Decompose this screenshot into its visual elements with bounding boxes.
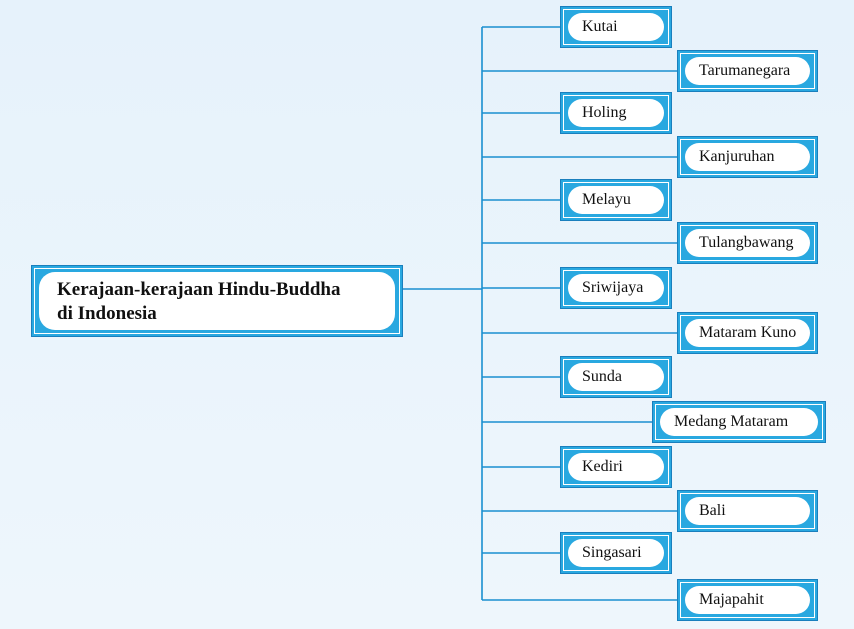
root-label-line-2: di Indonesia <box>57 303 157 324</box>
kingdom-label: Sriwijaya <box>568 274 664 302</box>
kingdom-node-bali: Bali <box>677 490 818 532</box>
kingdom-node-majapahit: Majapahit <box>677 579 818 621</box>
kingdom-node-melayu: Melayu <box>560 179 672 221</box>
kingdom-node-sunda: Sunda <box>560 356 672 398</box>
kingdom-label: Tulangbawang <box>685 229 810 257</box>
kingdom-node-kanjuruhan: Kanjuruhan <box>677 136 818 178</box>
kingdom-node-mataram-kuno: Mataram Kuno <box>677 312 818 354</box>
kingdom-label: Mataram Kuno <box>685 319 810 347</box>
kingdom-label: Melayu <box>568 186 664 214</box>
kingdom-node-sriwijaya: Sriwijaya <box>560 267 672 309</box>
root-label: Kerajaan-kerajaan Hindu-Buddha di Indone… <box>39 272 395 330</box>
kingdom-label: Sunda <box>568 363 664 391</box>
kingdom-label: Medang Mataram <box>660 408 818 436</box>
kingdom-label: Tarumanegara <box>685 57 810 85</box>
root-label-line-1: Kerajaan-kerajaan Hindu-Buddha <box>57 279 341 300</box>
kingdom-label: Kanjuruhan <box>685 143 810 171</box>
kingdom-label: Kediri <box>568 453 664 481</box>
kingdom-node-kediri: Kediri <box>560 446 672 488</box>
kingdom-label: Holing <box>568 99 664 127</box>
kingdom-label: Majapahit <box>685 586 810 614</box>
root-node: Kerajaan-kerajaan Hindu-Buddha di Indone… <box>31 265 403 337</box>
kingdom-node-tulangbawang: Tulangbawang <box>677 222 818 264</box>
kingdom-label: Singasari <box>568 539 664 567</box>
kingdom-node-singasari: Singasari <box>560 532 672 574</box>
kingdom-node-holing: Holing <box>560 92 672 134</box>
kingdom-node-kutai: Kutai <box>560 6 672 48</box>
kingdom-label: Kutai <box>568 13 664 41</box>
kingdom-node-tarumanegara: Tarumanegara <box>677 50 818 92</box>
kingdom-node-medang-mataram: Medang Mataram <box>652 401 826 443</box>
kingdom-label: Bali <box>685 497 810 525</box>
